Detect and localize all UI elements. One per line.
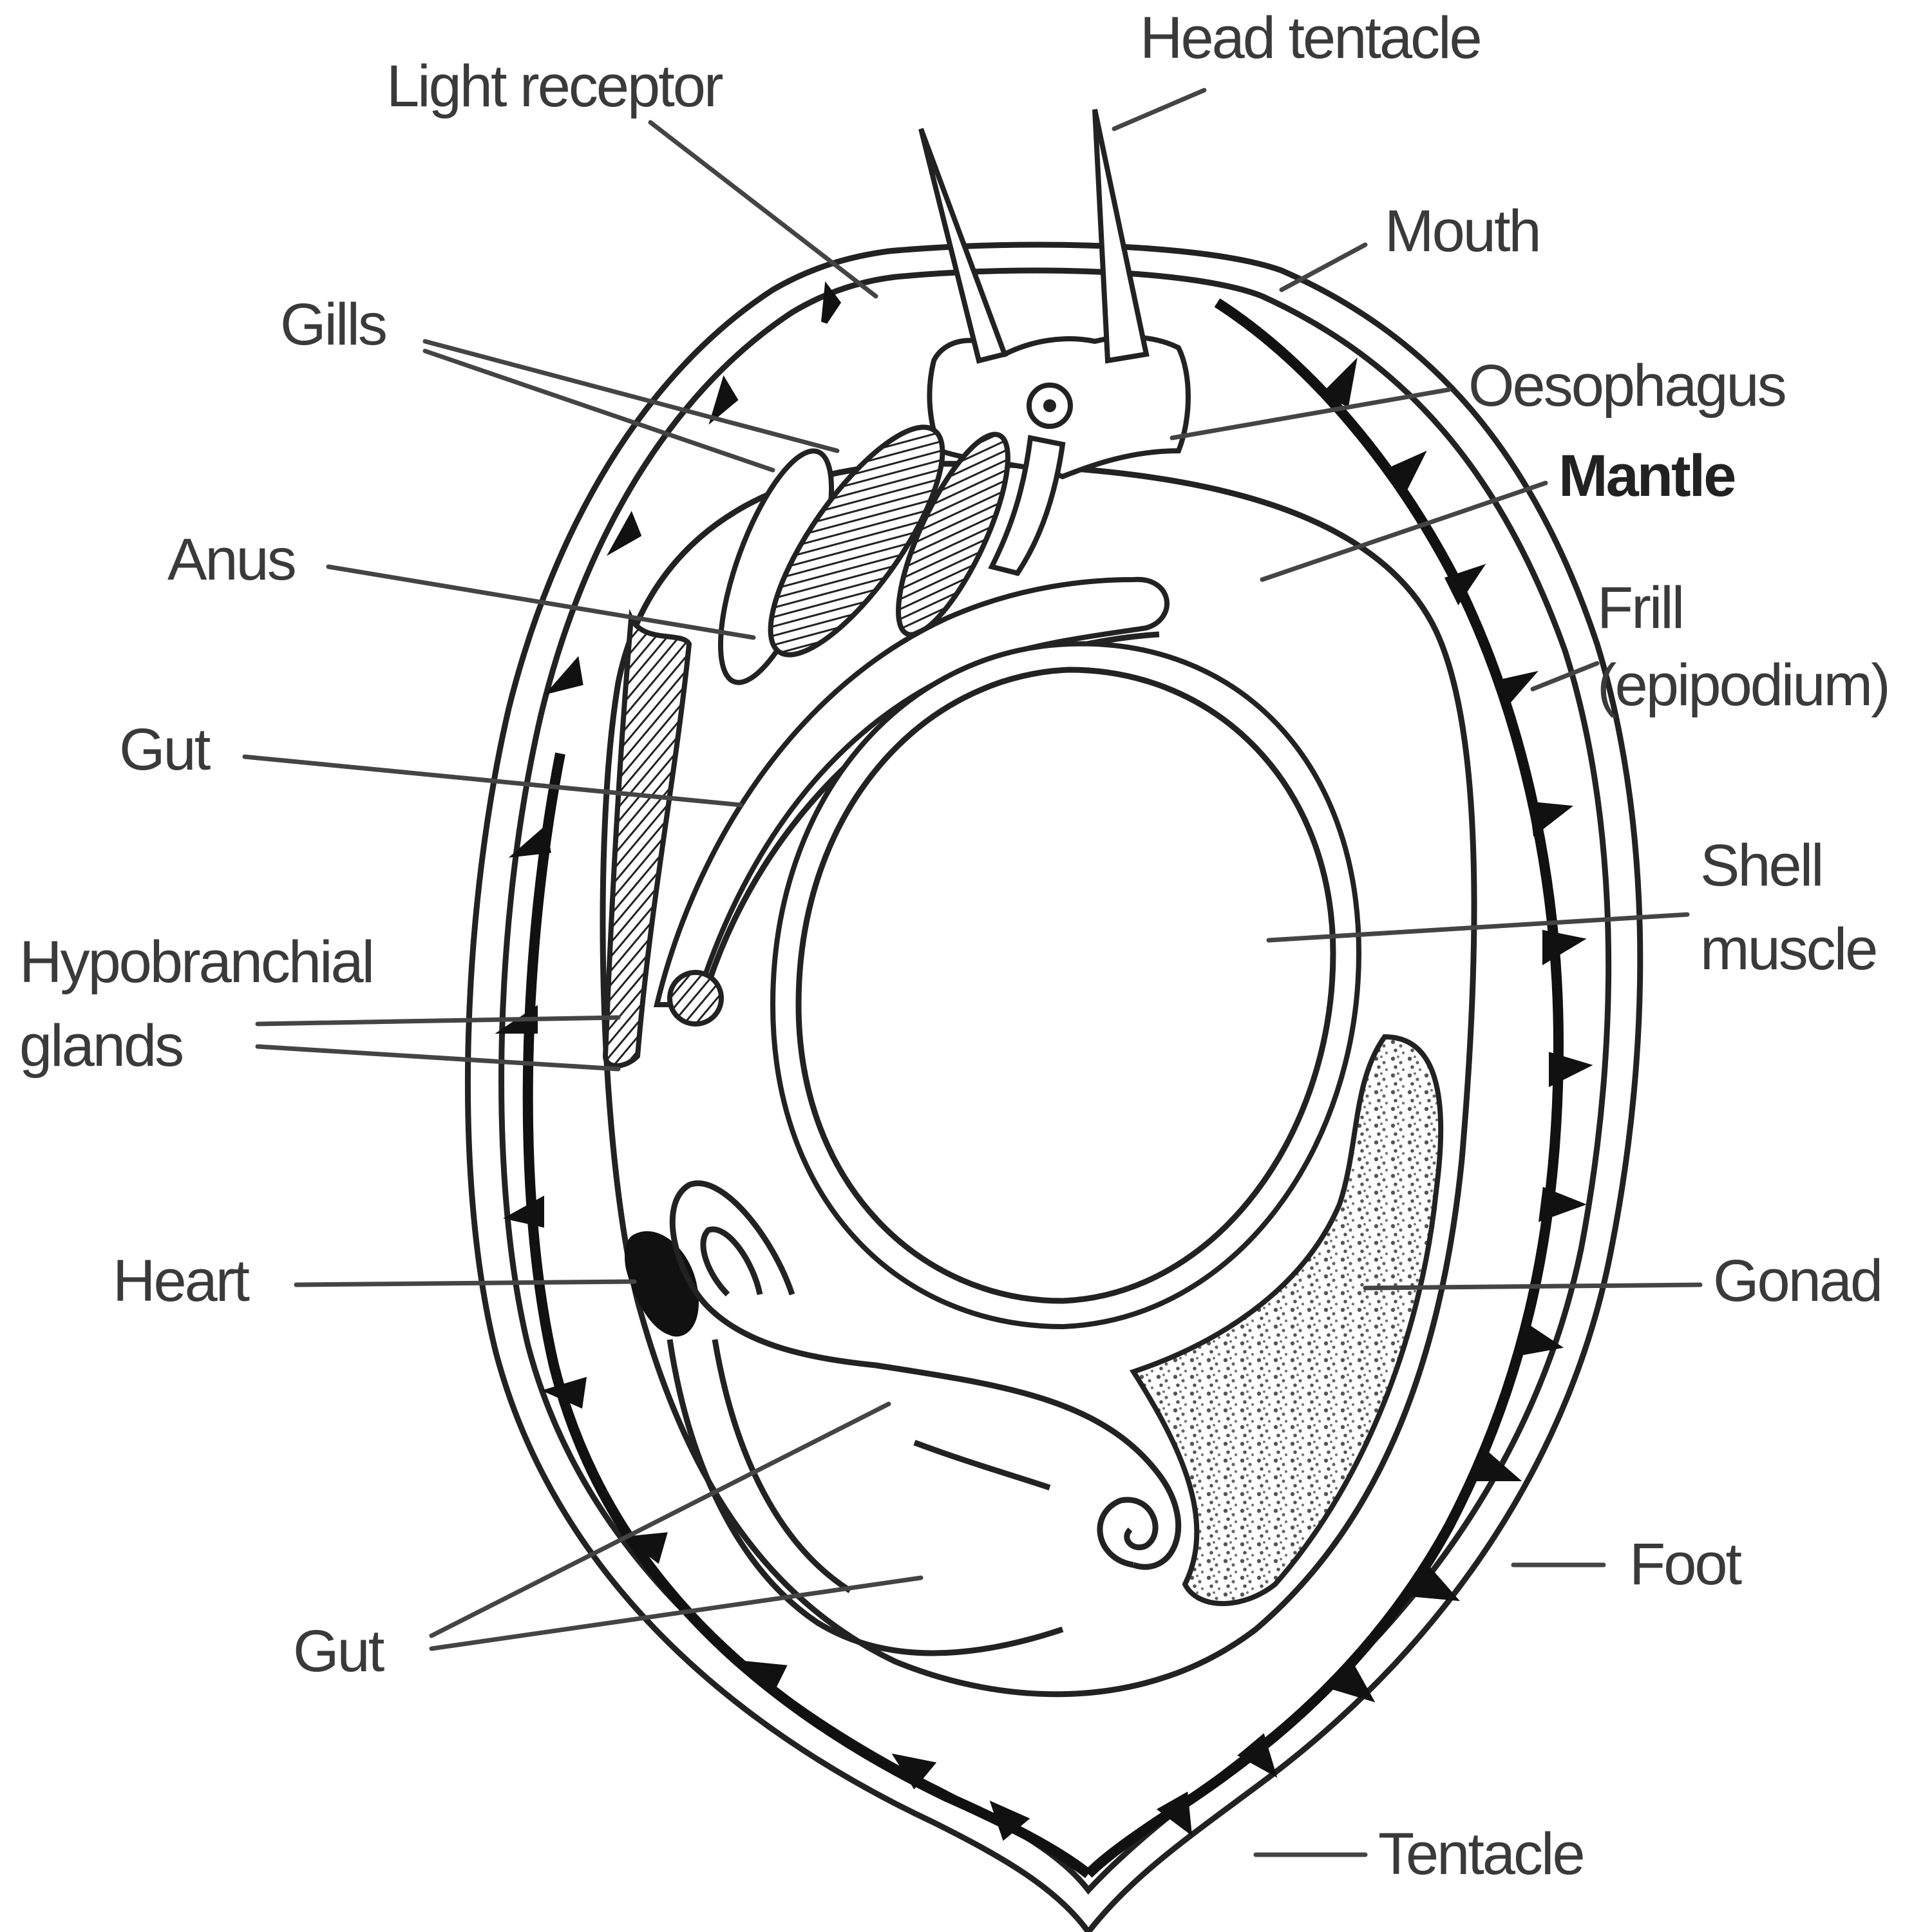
frill-spikes [495, 281, 1593, 1841]
label-heart: Heart [113, 1248, 249, 1314]
label-gut-upper: Gut [119, 717, 211, 782]
head-region [918, 109, 1191, 576]
heart-icon [625, 1231, 699, 1337]
label-hypobranchial-line2: glands [19, 1013, 182, 1079]
label-light-receptor: Light receptor [386, 53, 723, 119]
label-shell-muscle-line1: Shell [1700, 833, 1823, 898]
labels: Head tentacle Light receptor Mouth Gills… [19, 5, 1891, 1887]
label-tentacle: Tentacle [1378, 1821, 1584, 1887]
label-oesophagus: Oesophagus [1468, 353, 1785, 419]
shell-muscle-icon [770, 641, 1362, 1330]
label-hypobranchial-line1: Hypobranchial [19, 929, 373, 995]
label-foot: Foot [1629, 1531, 1742, 1597]
label-frill-line2: (epipodium) [1597, 652, 1889, 718]
hypobranchial-glands-icon [602, 609, 724, 1068]
head-tentacle-left-icon [918, 128, 1009, 364]
label-gut-lower: Gut [293, 1618, 384, 1684]
label-frill-line1: Frill [1597, 575, 1683, 641]
label-head-tentacle: Head tentacle [1140, 5, 1481, 71]
label-anus: Anus [167, 527, 295, 592]
label-shell-muscle-line2: muscle [1700, 916, 1876, 982]
label-mantle: Mantle [1558, 443, 1735, 509]
gills-icon [717, 424, 1010, 685]
gut-lower-loops [667, 1180, 1182, 1656]
label-gonad: Gonad [1713, 1248, 1881, 1314]
label-gills: Gills [280, 292, 386, 357]
leader-lines [242, 88, 1703, 1857]
head-tentacle-right-icon [1092, 109, 1150, 364]
gonad-icon [1129, 1034, 1444, 1606]
label-mouth: Mouth [1385, 198, 1540, 264]
